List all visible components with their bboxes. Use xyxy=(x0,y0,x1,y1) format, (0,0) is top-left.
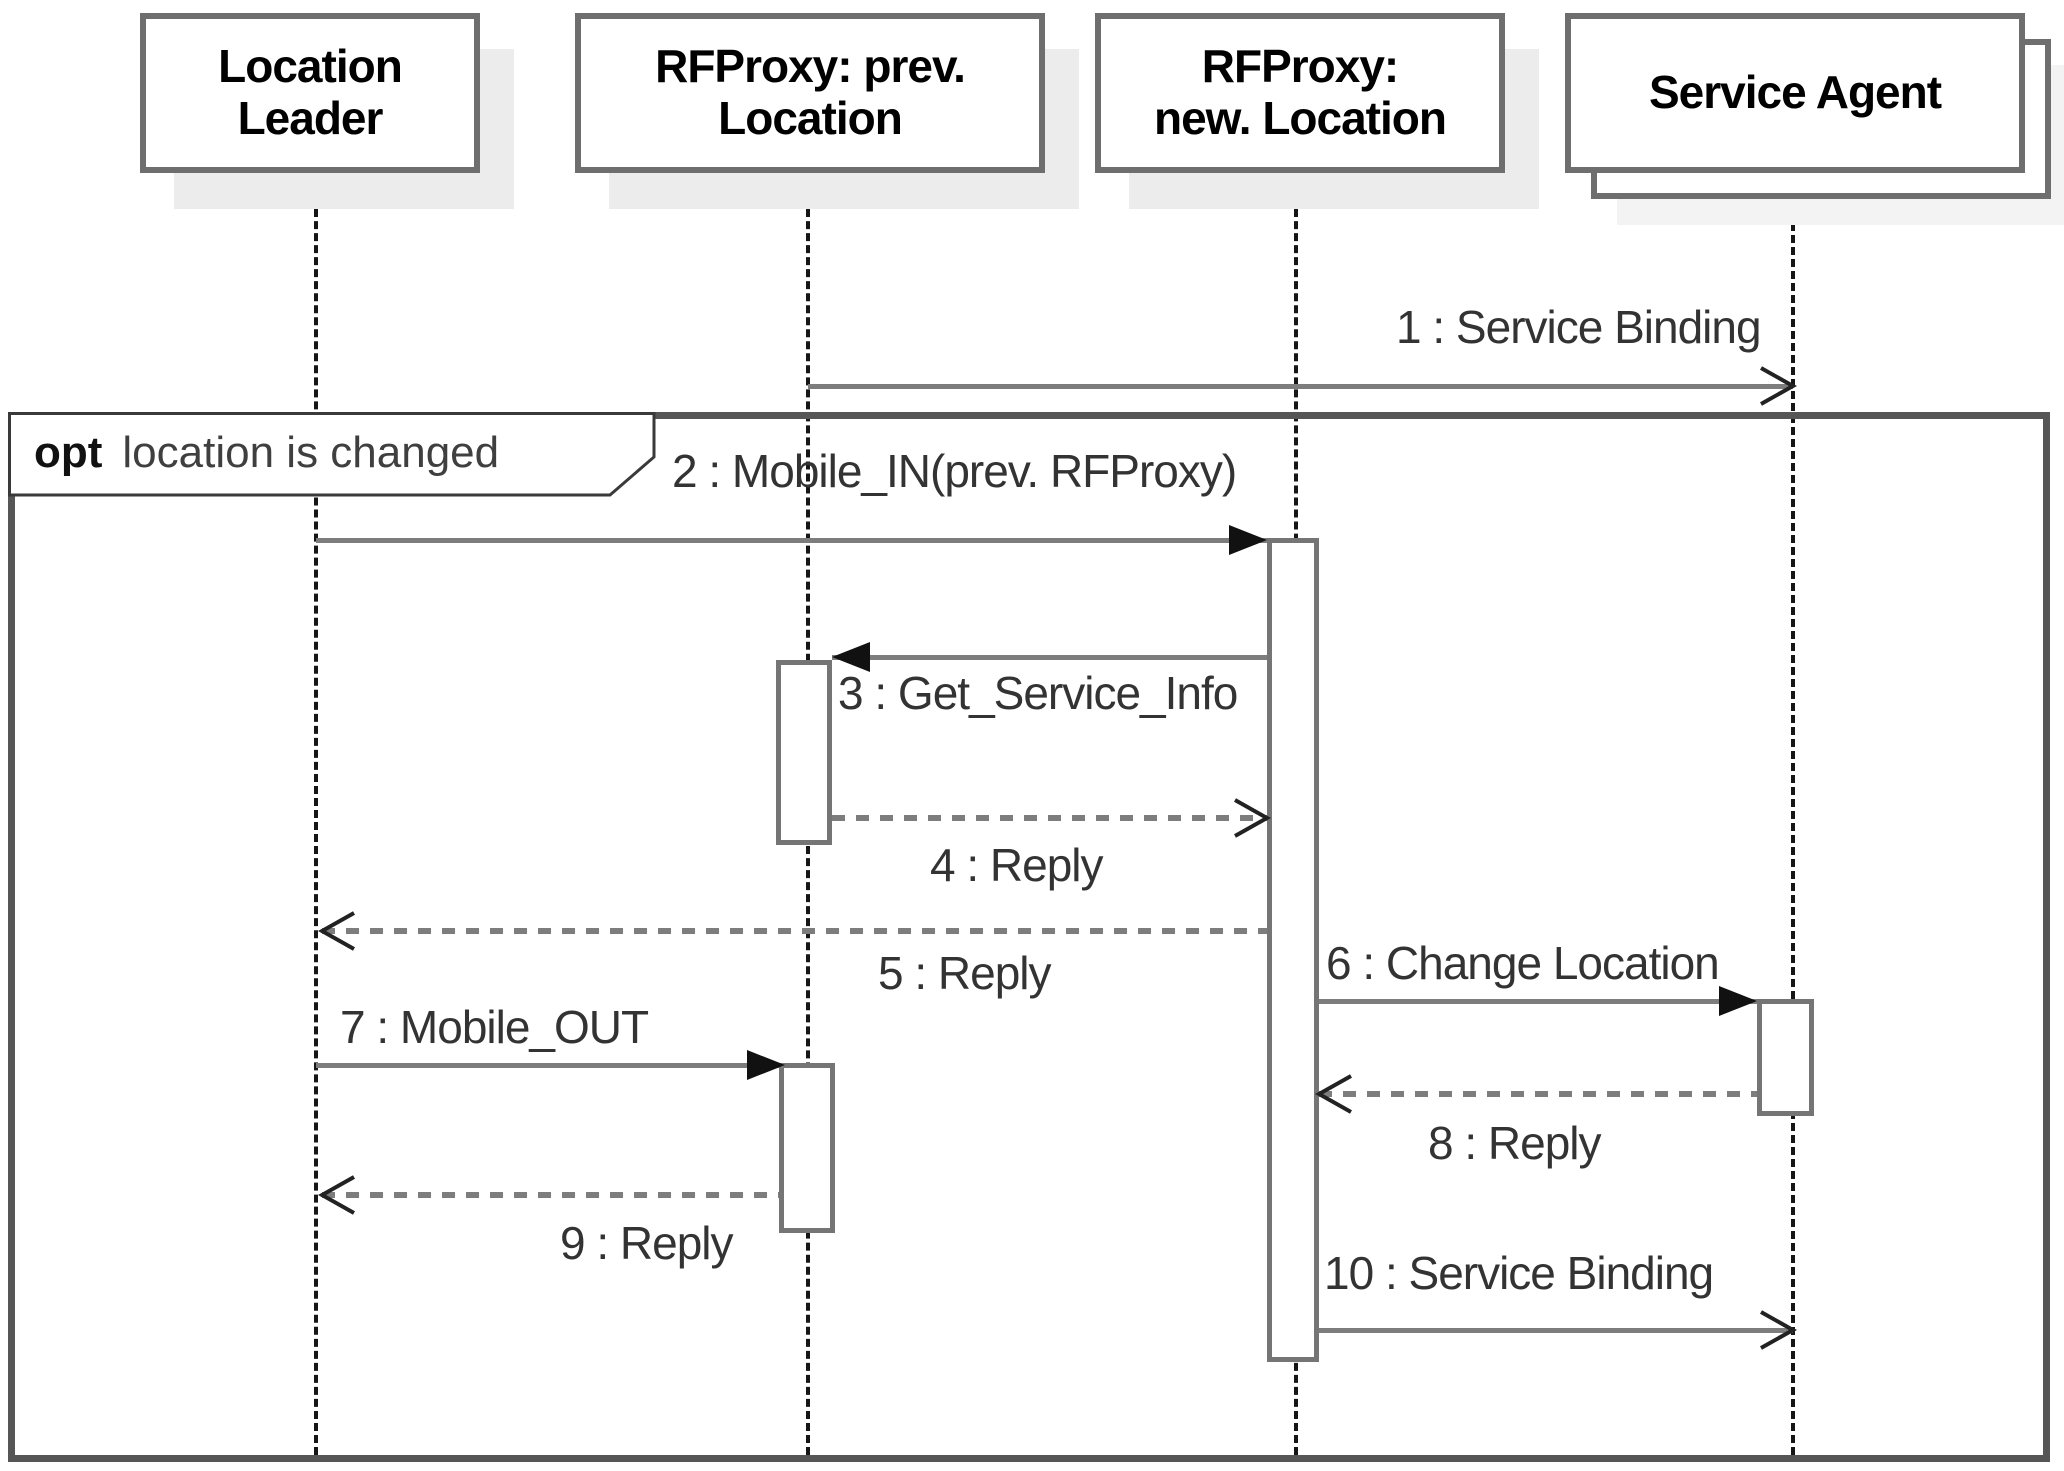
actor-label: Location Leader xyxy=(218,40,403,144)
opt-guard: location is changed xyxy=(122,428,500,477)
message-3-label: 3 : Get_Service_Info xyxy=(838,667,1238,719)
lifeline-service-agent xyxy=(1791,199,1795,1455)
message-2-filled-arrowhead xyxy=(1229,525,1267,555)
message-5-label: 5 : Reply xyxy=(878,947,1052,999)
message-3-line xyxy=(832,655,1267,660)
message-4-line xyxy=(832,815,1267,821)
message-8-line xyxy=(1319,1091,1757,1097)
message-4-open-arrowhead xyxy=(1234,798,1271,838)
message-2-label: 2 : Mobile_IN(prev. RFProxy) xyxy=(672,445,1237,497)
message-7-filled-arrowhead xyxy=(747,1050,785,1080)
message-10-open-arrowhead xyxy=(1760,1310,1797,1350)
message-1-line xyxy=(808,384,1793,389)
activation-rfproxy-prev-1 xyxy=(776,660,832,845)
message-8-open-arrowhead xyxy=(1315,1074,1352,1114)
message-9-line xyxy=(322,1192,779,1198)
actor-box-location-leader: Location Leader xyxy=(140,13,480,173)
message-6-line xyxy=(1319,999,1757,1004)
message-6-filled-arrowhead xyxy=(1719,986,1757,1016)
message-1-label: 1 : Service Binding xyxy=(1396,301,1762,353)
message-4-label: 4 : Reply xyxy=(930,839,1104,891)
message-10-label: 10 : Service Binding xyxy=(1324,1247,1714,1299)
actor-label: RFProxy: prev. Location xyxy=(655,40,966,144)
activation-rfproxy-prev-2 xyxy=(779,1063,835,1233)
message-2-line xyxy=(316,538,1267,543)
actor-box-rfproxy-prev: RFProxy: prev. Location xyxy=(575,13,1045,173)
activation-service-agent xyxy=(1757,999,1814,1116)
message-5-line xyxy=(322,928,1267,934)
opt-operator: opt xyxy=(34,428,103,477)
message-9-open-arrowhead xyxy=(318,1175,355,1215)
message-7-label: 7 : Mobile_OUT xyxy=(340,1001,649,1053)
activation-rfproxy-new xyxy=(1267,538,1319,1362)
message-3-filled-arrowhead xyxy=(832,642,870,672)
actor-label: RFProxy: new. Location xyxy=(1154,40,1447,144)
lifeline-location-leader xyxy=(314,173,318,1455)
opt-fragment-label: opt location is changed xyxy=(8,412,656,494)
actor-box-service-agent: Service Agent xyxy=(1565,13,2025,173)
message-6-label: 6 : Change Location xyxy=(1326,937,1720,989)
message-10-line xyxy=(1319,1328,1793,1333)
message-8-label: 8 : Reply xyxy=(1428,1117,1602,1169)
message-1-open-arrowhead xyxy=(1760,366,1797,406)
actor-box-rfproxy-new: RFProxy: new. Location xyxy=(1095,13,1505,173)
actor-label: Service Agent xyxy=(1648,66,1942,119)
message-9-label: 9 : Reply xyxy=(560,1217,734,1269)
message-5-open-arrowhead xyxy=(318,911,355,951)
message-7-line xyxy=(316,1063,783,1068)
